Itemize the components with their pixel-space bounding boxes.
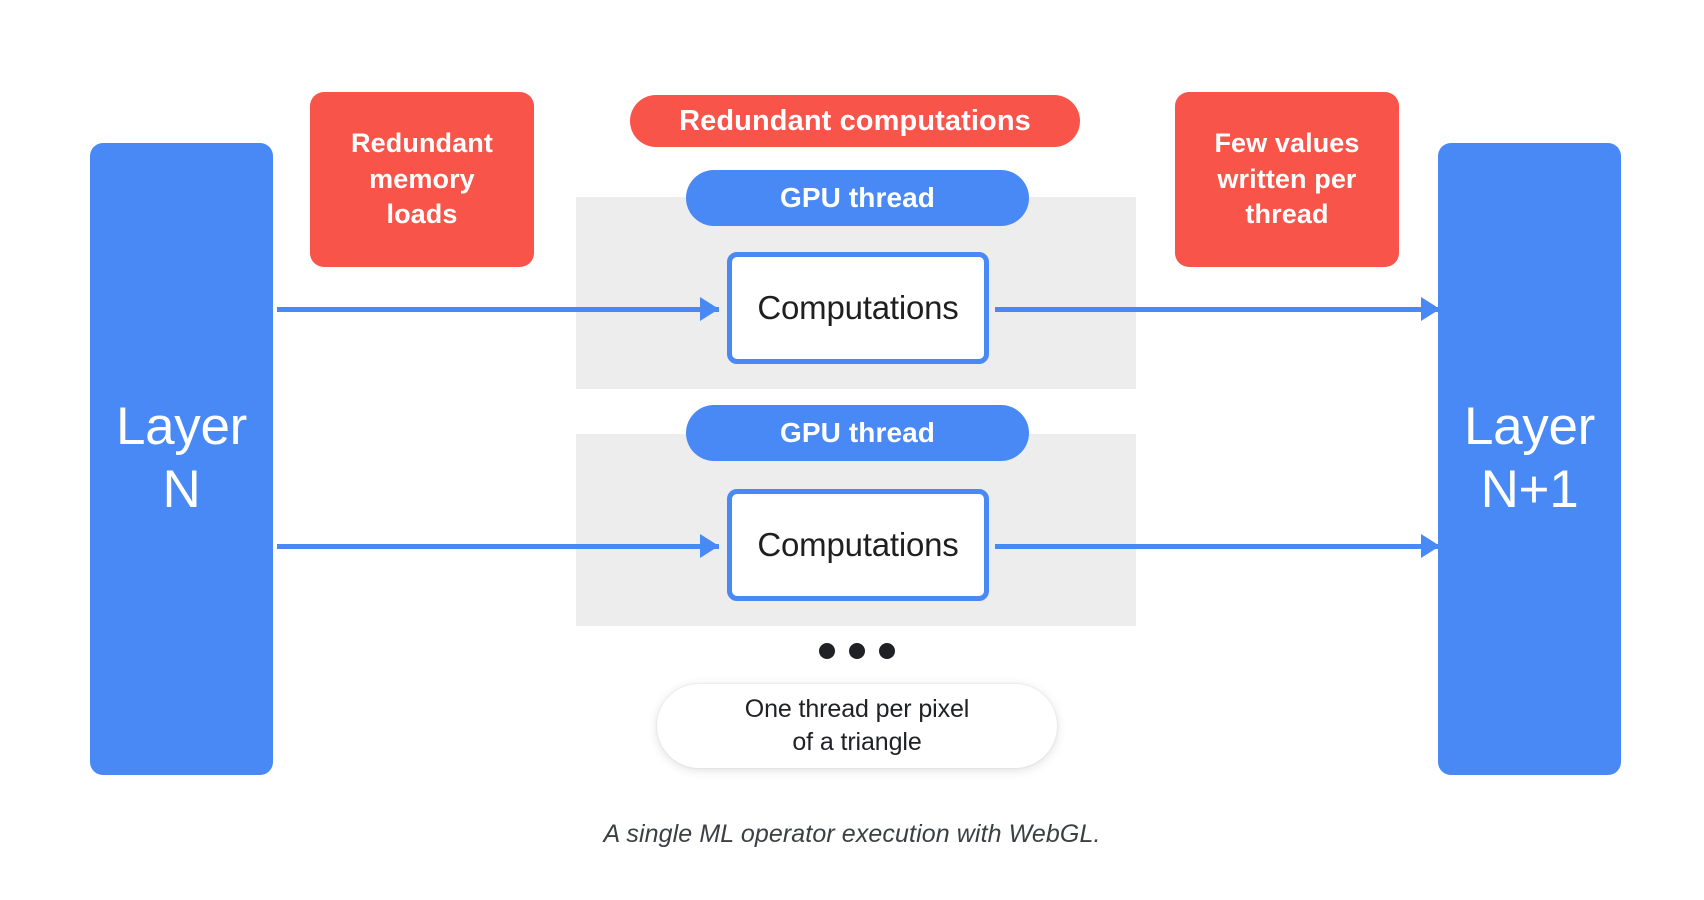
ellipsis-dot bbox=[819, 643, 835, 659]
gpu-thread-pill-2: GPU thread bbox=[686, 405, 1029, 461]
arrow-head-input-1 bbox=[700, 297, 719, 321]
ellipsis-more-threads bbox=[819, 643, 895, 659]
ellipsis-dot bbox=[879, 643, 895, 659]
gpu-thread-pill-1: GPU thread bbox=[686, 170, 1029, 226]
figure-caption: A single ML operator execution with WebG… bbox=[603, 820, 1101, 848]
arrow-line-input-1 bbox=[277, 307, 719, 312]
arrow-line-output-1 bbox=[995, 307, 1443, 312]
arrow-head-output-2 bbox=[1421, 534, 1440, 558]
arrow-line-output-2 bbox=[995, 544, 1443, 549]
arrow-line-input-2 bbox=[277, 544, 719, 549]
thread-per-pixel-note: One thread per pixel of a triangle bbox=[657, 684, 1057, 768]
callout-few-values-written: Few values written per thread bbox=[1175, 92, 1399, 267]
computations-box-2: Computations bbox=[727, 489, 989, 601]
arrow-head-output-1 bbox=[1421, 297, 1440, 321]
computations-box-1: Computations bbox=[727, 252, 989, 364]
arrow-head-input-2 bbox=[700, 534, 719, 558]
layer-n-plus-1-block: Layer N+1 bbox=[1438, 143, 1621, 775]
layer-n-block: Layer N bbox=[90, 143, 273, 775]
callout-redundant-computations: Redundant computations bbox=[630, 95, 1080, 147]
ellipsis-dot bbox=[849, 643, 865, 659]
callout-redundant-memory-loads: Redundant memory loads bbox=[310, 92, 534, 267]
